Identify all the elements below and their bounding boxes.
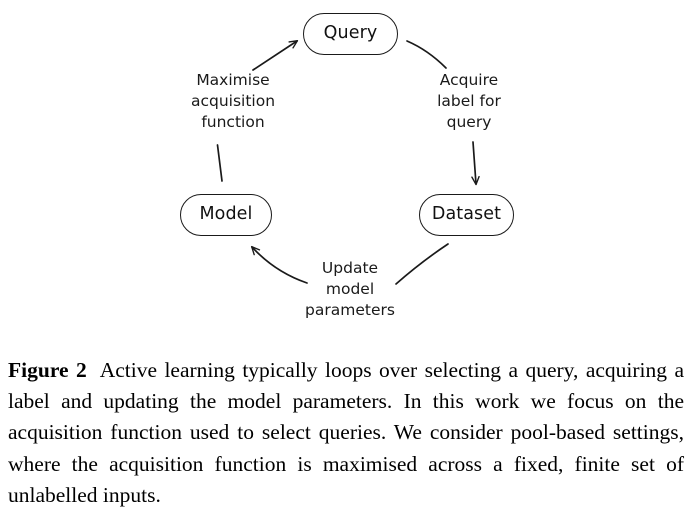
node-model-label: Model <box>199 204 253 225</box>
node-dataset-label: Dataset <box>431 204 502 225</box>
edge-label-acquire-label-for-query: Acquire label for query <box>437 71 501 132</box>
arrow-model-to-query <box>252 41 297 71</box>
diagram-arrows-layer <box>216 0 695 285</box>
connector-model-upward <box>216 144 223 182</box>
arrow-to-dataset <box>473 141 476 184</box>
arrow-update-to-model <box>252 247 308 284</box>
edge-label-update-model-parameters: Update model parameters <box>305 259 395 320</box>
curve-query-to-dataset <box>406 40 447 69</box>
figure-caption-body: Active learning typically loops over sel… <box>8 358 684 507</box>
active-learning-loop-diagram: Query Model Dataset Maximise acquisition… <box>180 0 695 320</box>
node-dataset: Dataset <box>419 194 514 236</box>
node-query-label: Query <box>323 23 378 44</box>
figure-caption-label: Figure 2 <box>8 358 87 382</box>
curve-dataset-downward <box>395 243 449 285</box>
node-query: Query <box>303 13 398 55</box>
edge-label-maximise-acquisition-function: Maximise acquisition function <box>190 71 276 132</box>
node-model: Model <box>180 194 272 236</box>
